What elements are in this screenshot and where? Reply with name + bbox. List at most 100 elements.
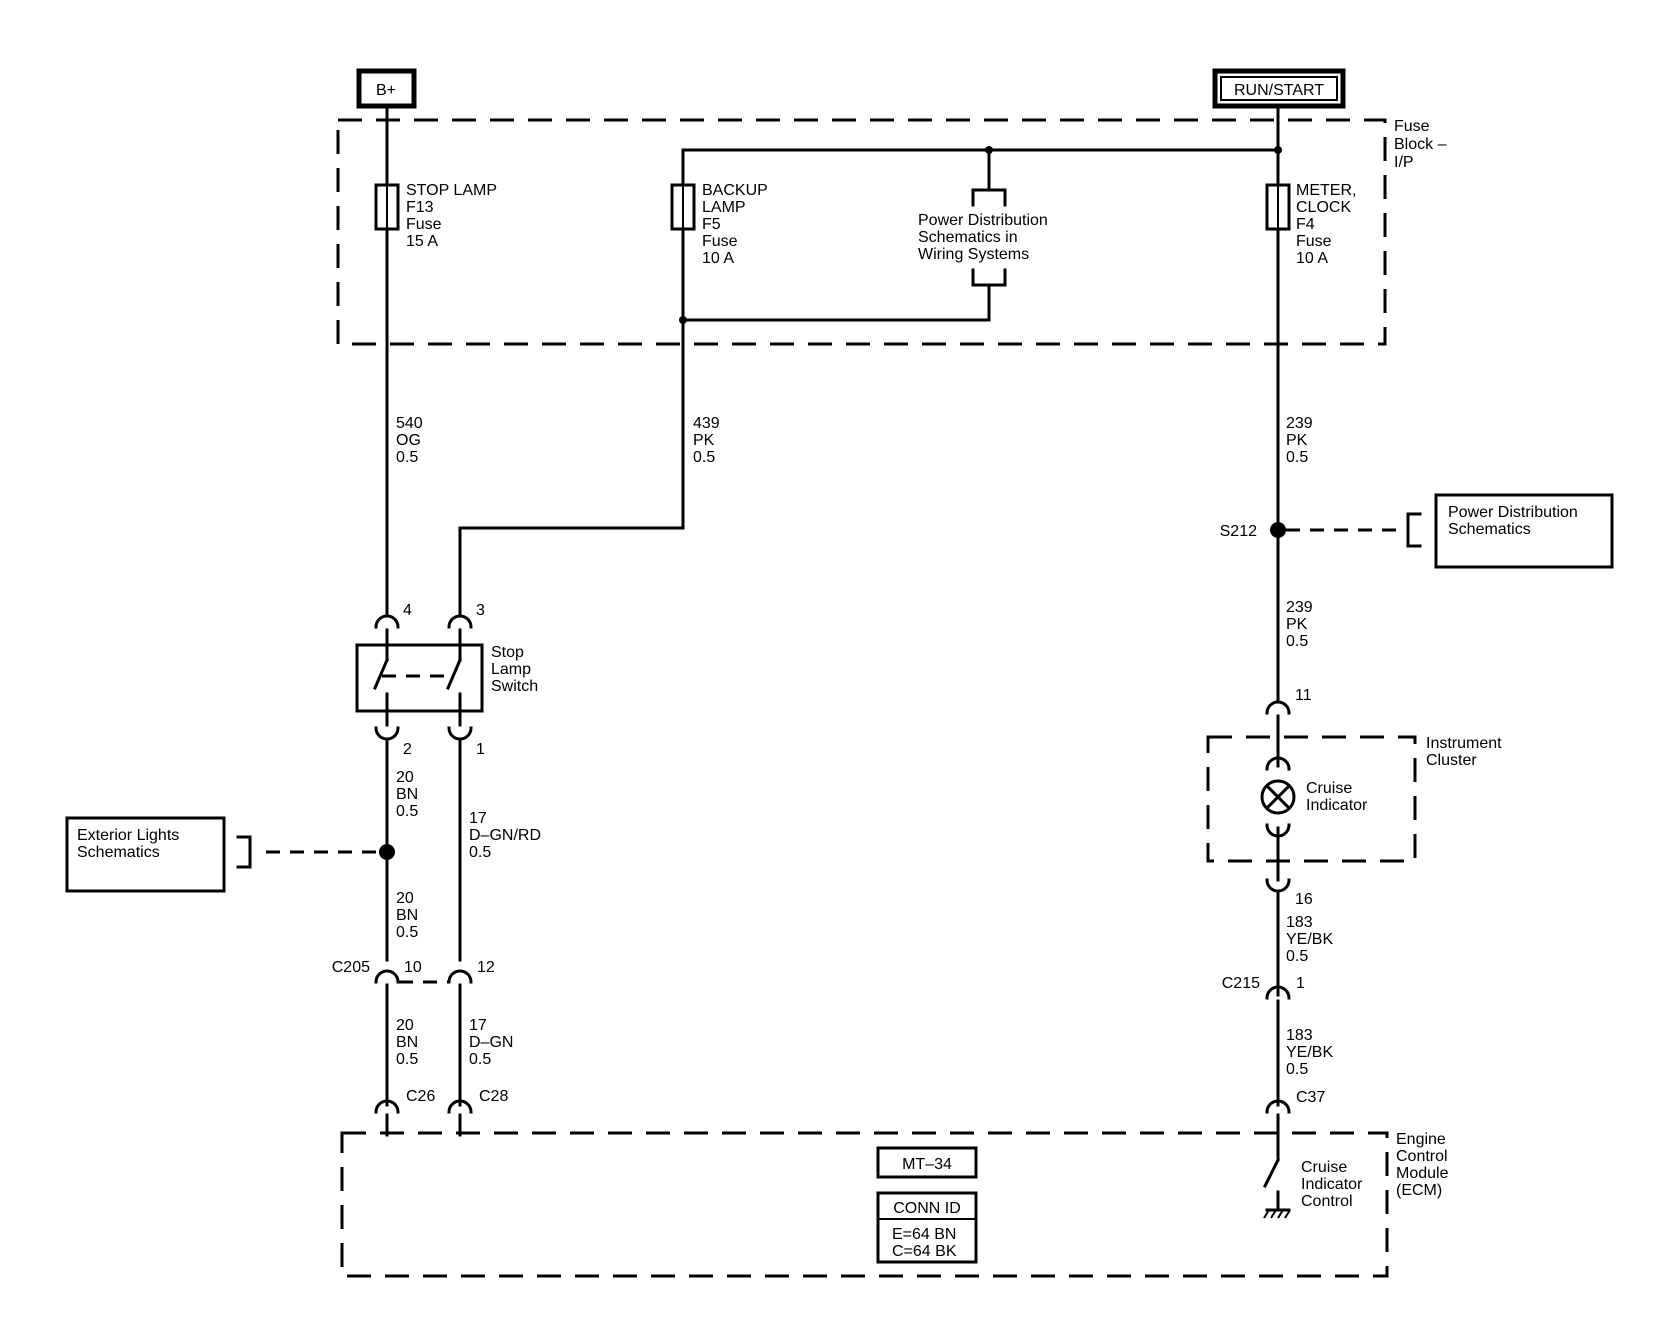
svg-text:BACKUP: BACKUP <box>702 182 768 199</box>
svg-text:0.5: 0.5 <box>1286 1061 1308 1078</box>
svg-text:Indicator: Indicator <box>1301 1176 1363 1193</box>
svg-text:Block –: Block – <box>1394 136 1447 153</box>
switch-pin-4: 4 <box>403 602 412 619</box>
run-start-label: RUN/START <box>1234 82 1324 99</box>
svg-text:0.5: 0.5 <box>693 449 715 466</box>
svg-text:0.5: 0.5 <box>1286 948 1308 965</box>
svg-text:20: 20 <box>396 769 414 786</box>
wire-20b-label: 20 BN 0.5 <box>396 890 418 941</box>
splice-s212-label: S212 <box>1220 523 1257 540</box>
fuse-f5-label: BACKUP LAMP F5 Fuse 10 A <box>702 182 768 267</box>
svg-text:0.5: 0.5 <box>396 449 418 466</box>
svg-text:YE/BK: YE/BK <box>1286 1044 1333 1061</box>
svg-text:Control: Control <box>1396 1148 1448 1165</box>
svg-text:Exterior Lights: Exterior Lights <box>77 827 179 844</box>
svg-text:183: 183 <box>1286 1027 1313 1044</box>
switch-pin-3: 3 <box>476 602 485 619</box>
fuse-block-label: Fuse Block – I/P <box>1394 118 1447 171</box>
run-start-source: RUN/START <box>1212 68 1346 109</box>
svg-text:MT–34: MT–34 <box>902 1156 952 1173</box>
svg-text:C215: C215 <box>1222 975 1260 992</box>
wire-17b-label: 17 D–GN 0.5 <box>469 1017 513 1068</box>
stop-lamp-switch-label: Stop Lamp Switch <box>491 644 538 695</box>
svg-text:0.5: 0.5 <box>469 844 491 861</box>
switch-pin-2: 2 <box>403 741 412 758</box>
svg-text:Schematics in: Schematics in <box>918 229 1018 246</box>
svg-text:Wiring Systems: Wiring Systems <box>918 246 1029 263</box>
svg-text:239: 239 <box>1286 599 1313 616</box>
b-plus-source: B+ <box>356 68 417 109</box>
svg-text:0.5: 0.5 <box>1286 633 1308 650</box>
ecm-label: Engine Control Module (ECM) <box>1396 1131 1449 1199</box>
svg-text:METER,: METER, <box>1296 182 1356 199</box>
svg-text:C28: C28 <box>479 1088 508 1105</box>
wire-239b-label: 239 PK 0.5 <box>1286 599 1313 650</box>
ecm-conn-id-box: CONN ID E=64 BN C=64 BK <box>876 1191 978 1264</box>
svg-text:D–GN: D–GN <box>469 1034 513 1051</box>
svg-text:Indicator: Indicator <box>1306 797 1368 814</box>
svg-text:F13: F13 <box>406 199 434 216</box>
svg-text:0.5: 0.5 <box>469 1051 491 1068</box>
power-distribution-inner-label: Power Distribution Schematics in Wiring … <box>918 212 1048 263</box>
svg-text:Engine: Engine <box>1396 1131 1446 1148</box>
svg-text:D–GN/RD: D–GN/RD <box>469 827 541 844</box>
wire-17a-label: 17 D–GN/RD 0.5 <box>469 810 541 861</box>
switch-pin-1: 1 <box>476 741 485 758</box>
svg-text:17: 17 <box>469 1017 487 1034</box>
svg-text:CLOCK: CLOCK <box>1296 199 1351 216</box>
svg-text:Power Distribution: Power Distribution <box>918 212 1048 229</box>
svg-text:10: 10 <box>404 959 422 976</box>
wire-183a-label: 183 YE/BK 0.5 <box>1286 914 1333 965</box>
svg-text:15 A: 15 A <box>406 233 438 250</box>
svg-text:0.5: 0.5 <box>396 1051 418 1068</box>
svg-text:STOP LAMP: STOP LAMP <box>406 182 497 199</box>
svg-text:(ECM): (ECM) <box>1396 1182 1442 1199</box>
svg-text:Schematics: Schematics <box>1448 521 1531 538</box>
svg-text:Cruise: Cruise <box>1301 1159 1347 1176</box>
svg-text:E=64 BN: E=64 BN <box>892 1226 956 1243</box>
svg-text:Power Distribution: Power Distribution <box>1448 504 1578 521</box>
svg-text:20: 20 <box>396 890 414 907</box>
ecm-outline <box>340 1131 1389 1278</box>
svg-text:C=64 BK: C=64 BK <box>892 1243 957 1260</box>
svg-text:Schematics: Schematics <box>77 844 160 861</box>
svg-text:0.5: 0.5 <box>1286 449 1308 466</box>
svg-text:PK: PK <box>1286 616 1308 633</box>
fuse-block-outline <box>336 118 1387 346</box>
splice-s212 <box>1270 522 1286 538</box>
svg-text:Control: Control <box>1301 1193 1353 1210</box>
svg-text:BN: BN <box>396 907 418 924</box>
svg-text:PK: PK <box>1286 432 1308 449</box>
wire-20c-label: 20 BN 0.5 <box>396 1017 418 1068</box>
svg-text:I/P: I/P <box>1394 154 1414 171</box>
svg-text:CONN ID: CONN ID <box>893 1200 961 1217</box>
svg-text:BN: BN <box>396 786 418 803</box>
svg-text:Instrument: Instrument <box>1426 735 1502 752</box>
connector-c205: C205 10 12 <box>332 959 495 984</box>
svg-text:BN: BN <box>396 1034 418 1051</box>
svg-text:10 A: 10 A <box>702 250 734 267</box>
exterior-lights-splice <box>379 844 395 860</box>
b-plus-label: B+ <box>376 82 396 99</box>
svg-text:Module: Module <box>1396 1165 1449 1182</box>
exterior-lights-reference: Exterior Lights Schematics <box>65 816 226 893</box>
svg-text:C37: C37 <box>1296 1089 1325 1106</box>
wire-20a-label: 20 BN 0.5 <box>396 769 418 820</box>
svg-text:Lamp: Lamp <box>491 661 531 678</box>
svg-text:Fuse: Fuse <box>1296 233 1332 250</box>
svg-text:10 A: 10 A <box>1296 250 1328 267</box>
svg-text:12: 12 <box>477 959 495 976</box>
ecm-mt34-box: MT–34 <box>876 1146 978 1179</box>
svg-text:239: 239 <box>1286 415 1313 432</box>
svg-text:Stop: Stop <box>491 644 524 661</box>
svg-text:540: 540 <box>396 415 423 432</box>
instrument-cluster-label: Instrument Cluster <box>1426 735 1502 769</box>
svg-text:F5: F5 <box>702 216 721 233</box>
svg-text:17: 17 <box>469 810 487 827</box>
svg-text:Fuse: Fuse <box>1394 118 1430 135</box>
cruise-indicator-label: Cruise Indicator <box>1306 780 1368 814</box>
svg-text:0.5: 0.5 <box>396 924 418 941</box>
svg-text:C26: C26 <box>406 1088 435 1105</box>
svg-text:Cruise: Cruise <box>1306 780 1352 797</box>
